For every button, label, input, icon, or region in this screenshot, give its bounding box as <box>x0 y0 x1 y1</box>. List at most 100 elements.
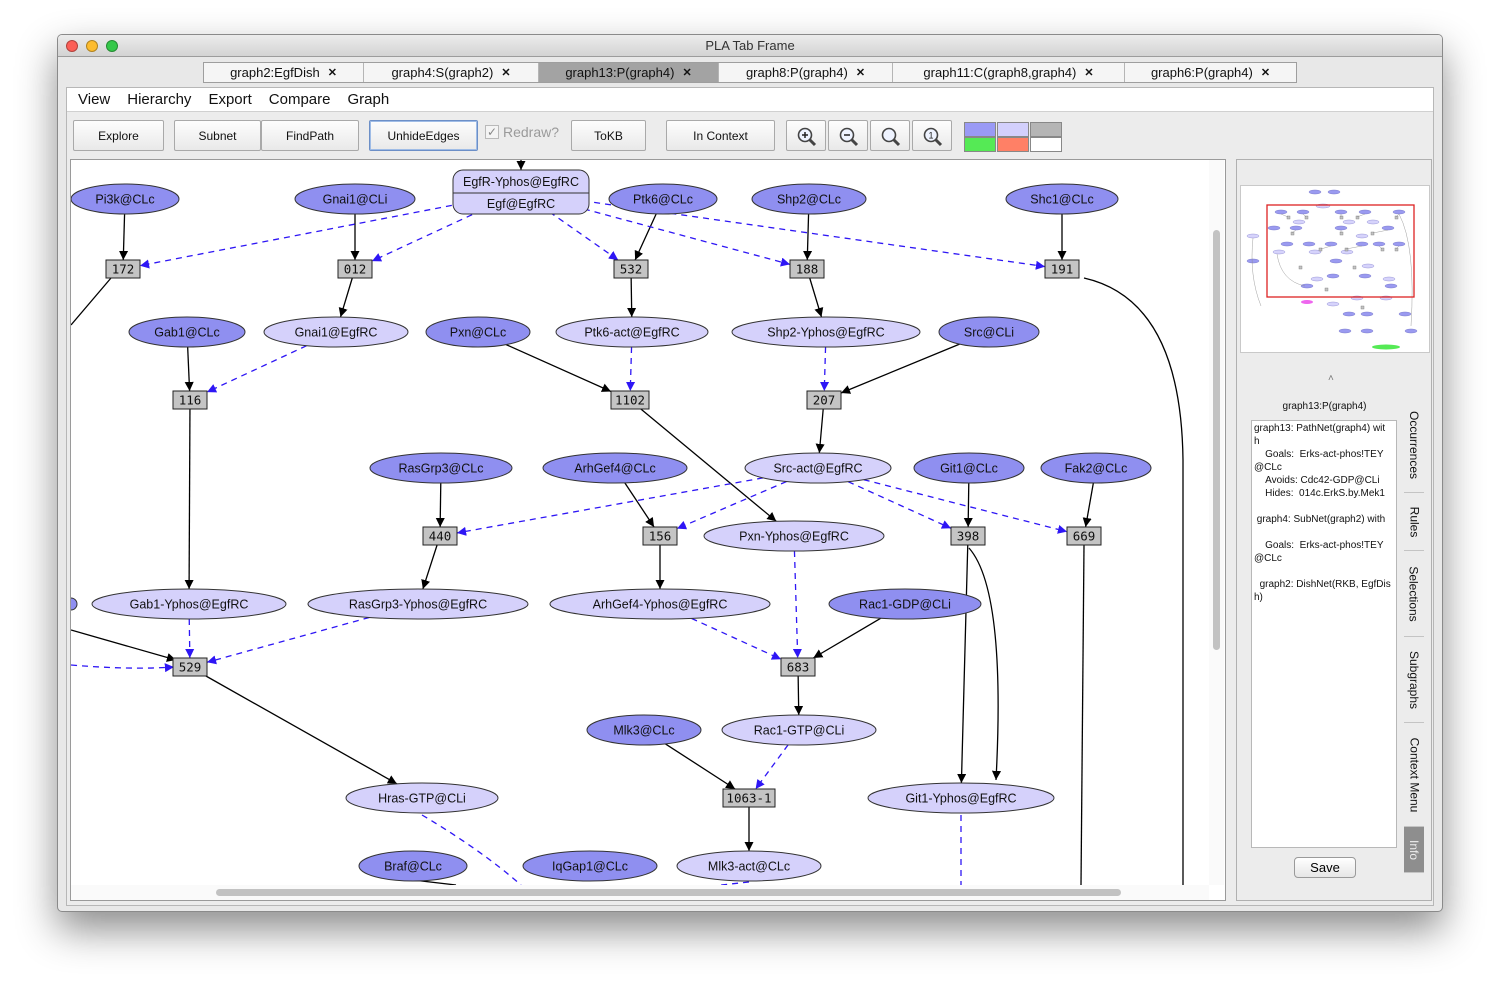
title-bar[interactable]: PLA Tab Frame <box>58 35 1442 57</box>
horizontal-scrollbar[interactable] <box>71 885 1209 900</box>
node-srcact[interactable]: Src-act@EgfRC <box>744 452 892 484</box>
tab-occurrences[interactable]: Occurrences <box>1404 397 1424 493</box>
menu-graph[interactable]: Graph <box>347 91 390 108</box>
in-context-button[interactable]: In Context <box>666 120 775 151</box>
node-gab1clc[interactable]: Gab1@CLc <box>128 316 246 348</box>
node-gab1yphos[interactable]: Gab1-Yphos@EgfRC <box>91 588 287 620</box>
swatch-rule[interactable] <box>1030 122 1062 137</box>
rule-529[interactable]: 529 <box>172 657 208 677</box>
zoom-in-icon[interactable] <box>786 120 826 151</box>
swatch-none[interactable] <box>1030 137 1062 152</box>
vertical-scrollbar[interactable] <box>1209 160 1224 885</box>
node-mlk3act[interactable]: Mlk3-act@CLc <box>676 850 822 882</box>
node-brafclc[interactable]: Braf@CLc <box>358 850 468 882</box>
tokb-button[interactable]: ToKB <box>571 120 646 151</box>
node-ptk6clc[interactable]: Ptk6@CLc <box>608 183 718 215</box>
rule-207[interactable]: 207 <box>806 390 842 410</box>
rule-532[interactable]: 532 <box>613 259 649 279</box>
tab-context-menu[interactable]: Context Menu <box>1404 723 1424 827</box>
swatch-avoid[interactable] <box>997 137 1029 152</box>
node-hrasgtp[interactable]: Hras-GTP@CLi <box>345 782 499 814</box>
node-gnai1cli[interactable]: Gnai1@CLi <box>294 183 416 215</box>
node-rasgrp3clc[interactable]: RasGrp3@CLc <box>369 452 513 484</box>
tab-info[interactable]: Info <box>1404 827 1424 873</box>
tab-subgraphs[interactable]: Subgraphs <box>1404 637 1424 723</box>
close-tab-icon[interactable]: ✕ <box>1260 67 1271 79</box>
tab-graph2[interactable]: graph2:EgfDish✕ <box>204 63 364 82</box>
tab-rules[interactable]: Rules <box>1404 493 1424 551</box>
close-window-icon[interactable] <box>66 40 78 52</box>
node-shp2yphos[interactable]: Shp2-Yphos@EgfRC <box>731 316 921 348</box>
node-arhgef4clc[interactable]: ArhGef4@CLc <box>542 452 688 484</box>
close-tab-icon[interactable]: ✕ <box>327 67 337 79</box>
tab-graph6[interactable]: graph6:P(graph4)✕ <box>1125 63 1296 82</box>
node-rac1gtp[interactable]: Rac1-GTP@CLi <box>721 714 877 746</box>
zoom-window-icon[interactable] <box>106 40 118 52</box>
node-iqgap1clc[interactable]: IqGap1@CLc <box>522 850 658 882</box>
node-srccli[interactable]: Src@CLi <box>938 316 1040 348</box>
node-rac1gdp[interactable]: Rac1-GDP@CLi <box>828 588 982 620</box>
menu-compare[interactable]: Compare <box>268 91 331 108</box>
rule-172[interactable]: 172 <box>105 259 141 279</box>
node-fak2clc[interactable]: Fak2@CLc <box>1040 452 1152 484</box>
node-mlk3clc[interactable]: Mlk3@CLc <box>586 714 702 746</box>
node-ptk6act[interactable]: Ptk6-act@EgfRC <box>555 316 709 348</box>
node-rasgrp3yphos[interactable]: RasGrp3-Yphos@EgfRC <box>307 588 529 620</box>
tab-graph13[interactable]: graph13:P(graph4)✕ <box>539 63 719 82</box>
redraw-checkbox[interactable]: ✓ <box>485 125 499 139</box>
rule-398[interactable]: 398 <box>950 526 986 546</box>
menu-view[interactable]: View <box>78 91 111 108</box>
node-shc1clc[interactable]: Shc1@CLc <box>1005 183 1119 215</box>
close-tab-icon[interactable]: ✕ <box>855 67 866 79</box>
tab-graph4[interactable]: graph4:S(graph2)✕ <box>364 63 539 82</box>
zoom-out-icon[interactable] <box>828 120 868 151</box>
redraw-toggle[interactable]: ✓ Redraw? <box>485 124 559 140</box>
subnet-button[interactable]: Subnet <box>174 120 261 151</box>
zoom-fit-icon[interactable] <box>870 120 910 151</box>
menu-hierarchy[interactable]: Hierarchy <box>127 91 192 108</box>
node-shp2clc[interactable]: Shp2@CLc <box>751 183 867 215</box>
node-arhgef4yphos[interactable]: ArhGef4-Yphos@EgfRC <box>549 588 771 620</box>
tab-graph8[interactable]: graph8:P(graph4)✕ <box>719 63 893 82</box>
menu-export[interactable]: Export <box>208 91 252 108</box>
close-tab-icon[interactable]: ✕ <box>1084 67 1094 79</box>
horizontal-scroll-thumb[interactable] <box>216 889 1121 896</box>
unhide-edges-button[interactable]: UnhideEdges <box>369 120 478 151</box>
node-partial[interactable] <box>71 597 78 611</box>
splitter-handle-icon[interactable]: ˄ <box>1328 373 1334 384</box>
swatch-goal[interactable] <box>964 137 996 152</box>
rule-156[interactable]: 156 <box>642 526 678 546</box>
rule-012[interactable]: 012 <box>337 259 373 279</box>
close-tab-icon[interactable]: ✕ <box>501 67 511 79</box>
rule-669[interactable]: 669 <box>1066 526 1102 546</box>
node-git1clc[interactable]: Git1@CLc <box>913 452 1025 484</box>
vertical-scroll-thumb[interactable] <box>1213 230 1220 650</box>
explore-button[interactable]: Explore <box>73 120 164 151</box>
rule-188[interactable]: 188 <box>789 259 825 279</box>
node-label: Gnai1@EgfRC <box>295 326 378 340</box>
node-pxnclc[interactable]: Pxn@CLc <box>425 316 531 348</box>
rule-116[interactable]: 116 <box>172 390 208 410</box>
rule-1102[interactable]: 1102 <box>610 390 650 410</box>
node-gnai1egfrc[interactable]: Gnai1@EgfRC <box>263 316 409 348</box>
node-pxnyphos[interactable]: Pxn-Yphos@EgfRC <box>703 520 885 552</box>
rule-440[interactable]: 440 <box>422 526 458 546</box>
tab-graph11[interactable]: graph11:C(graph8,graph4)✕ <box>893 63 1125 82</box>
tab-selections[interactable]: Selections <box>1404 551 1424 637</box>
swatch-occurrence[interactable] <box>964 122 996 137</box>
save-button[interactable]: Save <box>1294 857 1356 878</box>
rule-1063-1[interactable]: 1063-1 <box>722 788 776 808</box>
rule-683[interactable]: 683 <box>780 657 816 677</box>
close-tab-icon[interactable]: ✕ <box>682 67 692 79</box>
findpath-button[interactable]: FindPath <box>261 120 359 151</box>
node-pi3k[interactable]: Pi3k@CLc <box>71 183 180 215</box>
swatch-produced[interactable] <box>997 122 1029 137</box>
rule-191[interactable]: 191 <box>1044 259 1080 279</box>
minimize-window-icon[interactable] <box>86 40 98 52</box>
zoom-reset-icon[interactable]: 1 <box>912 120 952 151</box>
graph-overview[interactable] <box>1240 185 1430 353</box>
node-git1yphos[interactable]: Git1-Yphos@EgfRC <box>867 782 1055 814</box>
